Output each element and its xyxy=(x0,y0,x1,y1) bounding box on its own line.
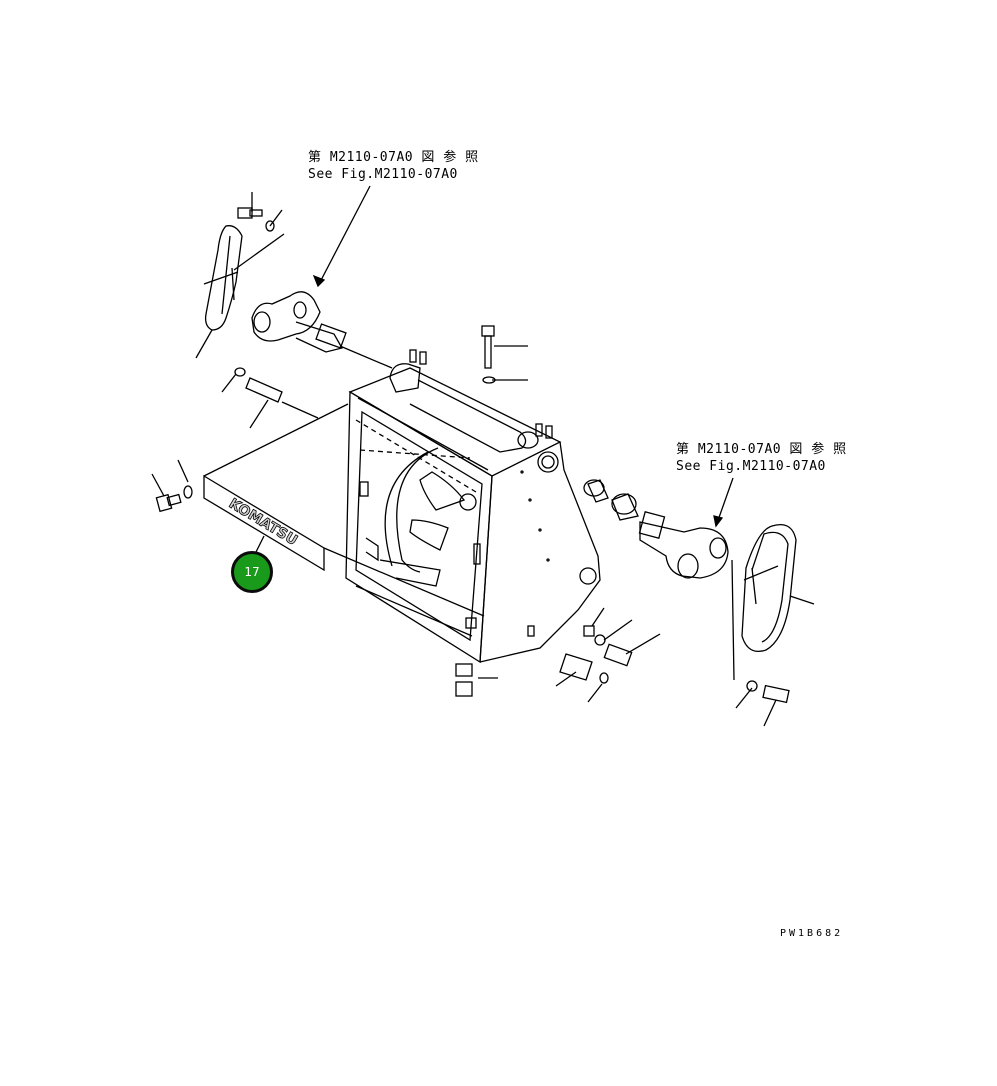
housing-frame xyxy=(345,349,601,664)
right-shaft-assembly xyxy=(583,479,797,681)
part-callout-badge[interactable]: 17 xyxy=(231,551,273,593)
upper-left-shaft-assembly xyxy=(203,207,393,369)
drawing-code: PW1B682 xyxy=(780,928,844,939)
part-callout-number: 17 xyxy=(244,565,260,579)
right-reference-jp: 第 M2110-07A0 図 参 照 xyxy=(676,442,847,457)
top-reference-jp: 第 M2110-07A0 図 参 照 xyxy=(308,150,479,165)
fasteners xyxy=(155,325,790,704)
right-reference-en: See Fig.M2110-07A0 xyxy=(676,459,826,474)
top-reference-en: See Fig.M2110-07A0 xyxy=(308,167,458,182)
nameplate-logo: KOMATSU xyxy=(226,496,300,549)
leader-lines xyxy=(151,185,815,727)
